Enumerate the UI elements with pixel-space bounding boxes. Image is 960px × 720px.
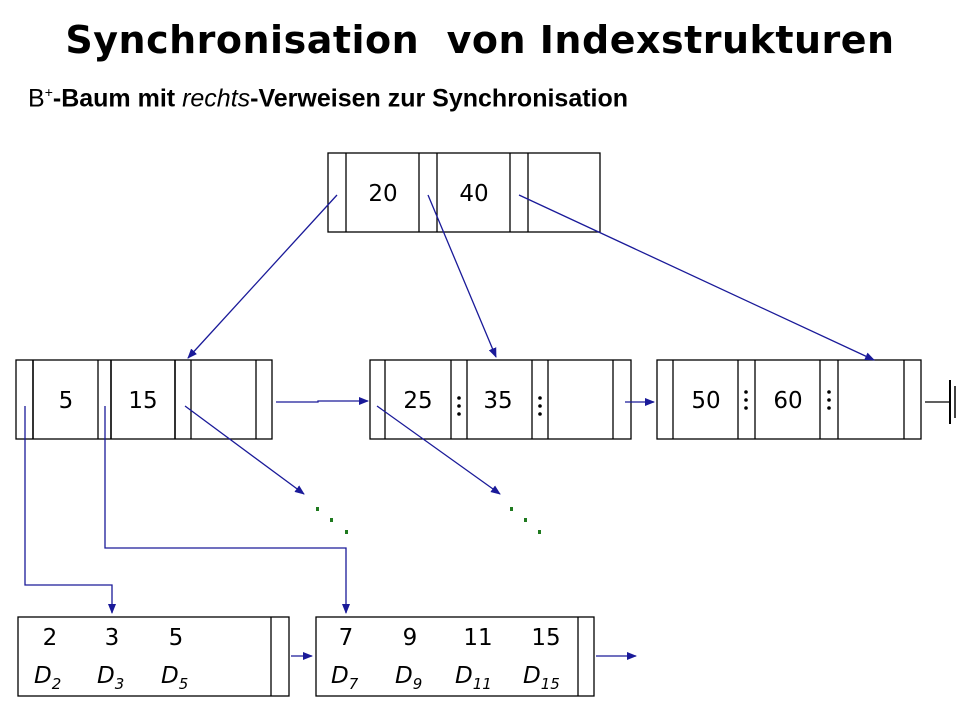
leaf2-key-4: 15 [531,625,560,651]
subtitle-b: B [28,84,45,113]
pointer-arrow [184,405,305,495]
continuation-dots-icon [510,507,541,534]
ellipsis-icon [827,390,831,410]
leaf2-key-2: 9 [403,625,418,651]
right-link-arrow [276,397,369,405]
subtitle-part1: -Baum mit [52,84,183,113]
ellipsis-icon [744,390,748,410]
subtitle: B+-Baum mit rechts-Verweisen zur Synchro… [28,84,628,113]
inner2-key-2: 35 [483,388,512,414]
leaf2-data-1: D7 [331,663,359,693]
leaf2-data-3: D11 [455,663,492,693]
root-key-1: 20 [368,181,397,207]
leaf1-data-2: D3 [97,663,124,693]
inner2-key-1: 25 [403,388,432,414]
pointer-arrow [187,194,338,359]
inner3-key-2: 60 [773,388,802,414]
subtitle-part2: -Verweisen zur Synchronisation [250,84,629,113]
leaf2-data-2: D9 [395,663,422,693]
inner-node-1: 5 15 [15,359,273,440]
inner-node-2: 25 35 [369,359,632,440]
leaf2-data-4: D15 [523,663,560,693]
leaf-pointer-arrow [104,406,350,614]
root-key-2: 40 [459,181,488,207]
page-title: Synchronisation von Indexstrukturen [65,18,895,62]
continuation-dots-icon [316,507,348,534]
pointer-arrow [376,405,501,495]
leaf1-key-3: 5 [169,625,184,651]
inner1-key-1: 5 [59,388,74,414]
leaf2-key-3: 11 [463,625,492,651]
subtitle-italic: rechts [182,84,251,113]
root-pointers [24,194,875,660]
ellipsis-icon [457,396,461,416]
leaf2-key-1: 7 [339,625,354,651]
inner3-key-1: 50 [691,388,720,414]
leaf1-key-2: 3 [105,625,120,651]
leaf1-data-1: D2 [34,663,61,693]
leaf-pointer-arrow [24,406,116,614]
subtitle-sup: + [44,84,53,100]
leaf-node-1: 2 D2 3 D3 5 D5 [17,616,290,697]
leaf1-key-1: 2 [43,625,58,651]
ellipsis-icon [538,396,542,416]
root-node: 20 40 [327,152,601,233]
inner1-key-2: 15 [128,388,157,414]
leaf1-data-3: D5 [161,663,188,693]
null-terminator-icon [925,380,956,424]
pointer-arrow [427,194,497,358]
pointer-arrow [518,194,875,361]
inner-node-3: 50 60 [656,359,922,440]
leaf-node-2: 7 D7 9 D9 11 D11 15 D15 [315,616,595,697]
